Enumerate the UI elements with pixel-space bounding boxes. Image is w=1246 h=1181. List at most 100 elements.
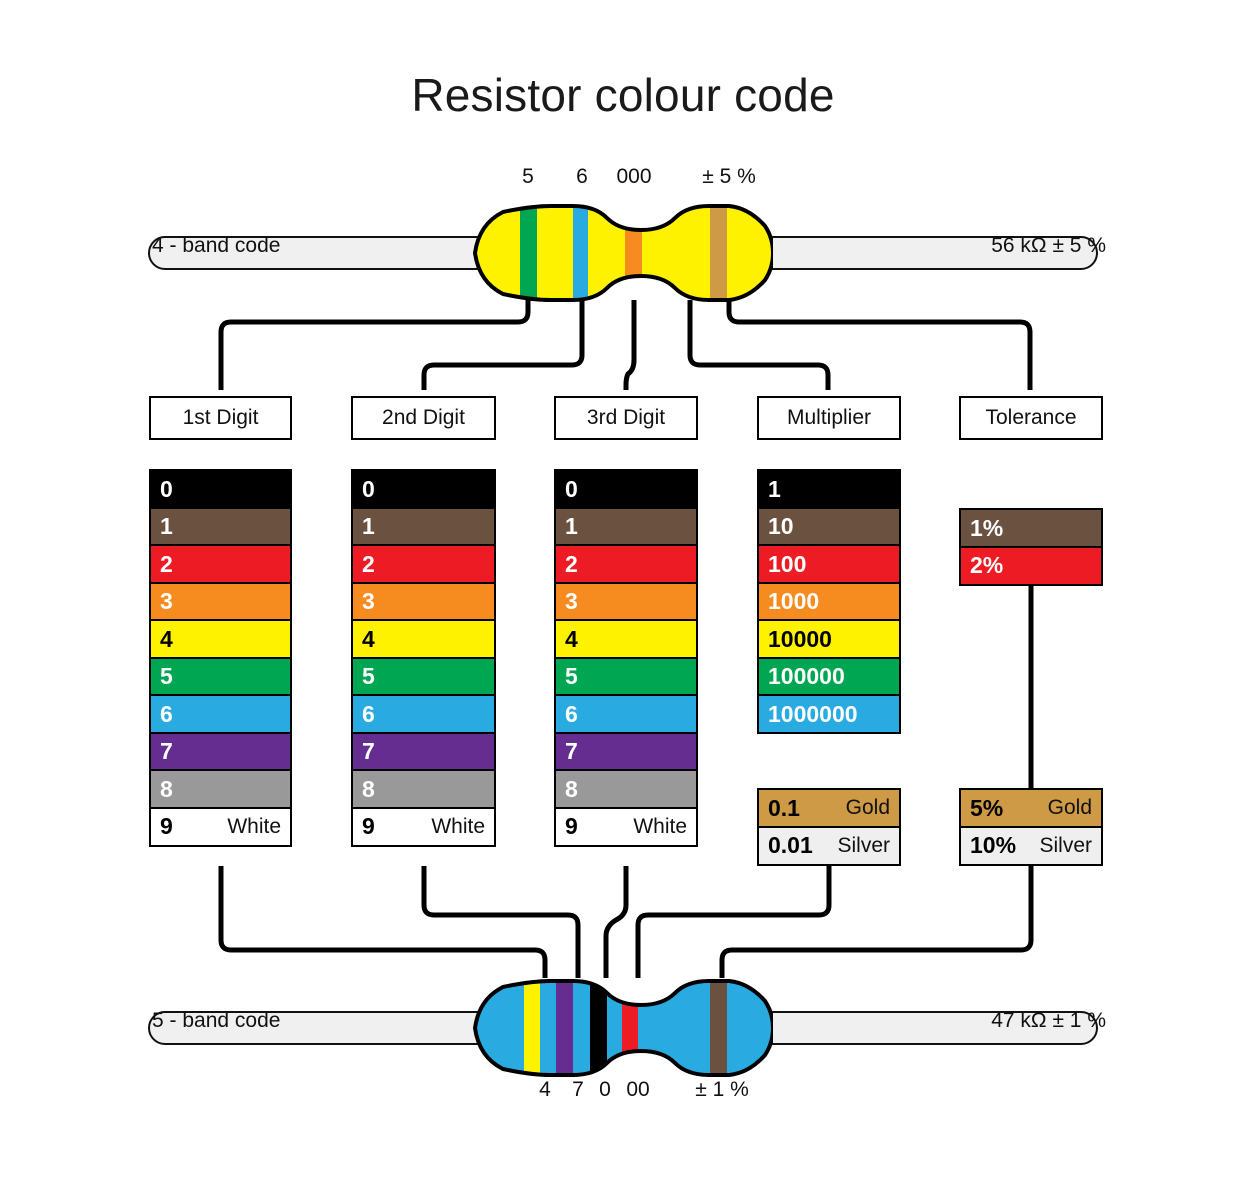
- band-orange-multiplier: [625, 206, 642, 300]
- swatch-value: 8: [565, 775, 578, 802]
- caption-4band-tolerance: ± 5 %: [702, 165, 756, 188]
- swatch-first-digit-9: 9 White: [149, 806, 292, 847]
- band-black-0: [590, 981, 607, 1075]
- swatch-note: White: [227, 814, 281, 838]
- swatch-value: 9: [160, 813, 173, 839]
- band-gold-tolerance: [710, 206, 727, 300]
- swatch-value: 0: [565, 475, 578, 502]
- category-label-third-digit: 3rd Digit: [586, 406, 666, 429]
- category-box-first-digit: 1st Digit: [149, 396, 292, 440]
- category-box-tolerance: Tolerance: [959, 396, 1103, 440]
- swatch-first-digit-1: 1: [149, 506, 292, 547]
- swatch-value: 100: [768, 550, 807, 577]
- swatch-value: 6: [160, 700, 173, 727]
- swatch-value: 7: [160, 738, 173, 764]
- swatch-value: 8: [362, 775, 375, 802]
- band-blue-6: [573, 206, 588, 300]
- swatch-tolerance-metal-1: 10%Silver: [959, 825, 1103, 866]
- swatch-value: 4: [362, 625, 375, 652]
- swatch-note: Gold: [1047, 796, 1092, 819]
- swatch-third-digit-8: 8: [554, 769, 698, 809]
- swatch-value: 2: [160, 550, 173, 577]
- swatch-value: 2: [565, 550, 578, 577]
- swatch-column-tolerance-metal: 5% Gold 10%Silver: [959, 788, 1103, 866]
- swatch-note: Gold: [845, 796, 890, 819]
- swatch-note: Silver: [837, 833, 890, 857]
- band-green-5: [520, 206, 537, 300]
- swatch-tolerance-0: 1%: [959, 508, 1103, 548]
- category-label-first-digit: 1st Digit: [182, 406, 259, 429]
- swatch-first-digit-8: 8: [149, 769, 292, 809]
- swatch-multiplier-0: 1: [757, 469, 901, 509]
- swatch-note: White: [633, 814, 687, 838]
- five-band-code-label: 5 - band code: [152, 1009, 281, 1032]
- swatch-multiplier-6: 1000000: [757, 694, 901, 734]
- swatch-value: 8: [160, 775, 173, 802]
- swatch-value: 4: [160, 625, 173, 652]
- swatch-value: 0.01: [768, 832, 813, 858]
- swatch-multiplier-metal-1: 0.01 Silver: [757, 825, 901, 866]
- swatch-third-digit-0: 0: [554, 469, 698, 509]
- swatch-third-digit-7: 7: [554, 731, 698, 772]
- swatch-value: 5%: [970, 794, 1004, 821]
- swatch-value: 2: [362, 550, 375, 577]
- swatch-column-tolerance: 1%2%: [959, 508, 1103, 586]
- caption-5band-multiplier: 00: [626, 1078, 650, 1101]
- four-band-value-label: 56 kΩ ± 5 %: [991, 234, 1106, 257]
- swatch-first-digit-6: 6: [149, 694, 292, 734]
- swatch-value: 3: [160, 588, 173, 614]
- swatch-third-digit-2: 2: [554, 544, 698, 584]
- swatch-value: 1: [362, 513, 375, 539]
- swatch-tolerance-1: 2%: [959, 545, 1103, 586]
- swatch-second-digit-4: 4: [351, 619, 496, 659]
- swatch-value: 100000: [768, 663, 845, 689]
- caption-5band-digit2: 7: [572, 1078, 584, 1101]
- category-box-second-digit: 2nd Digit: [351, 396, 496, 440]
- category-box-multiplier: Multiplier: [757, 396, 901, 440]
- caption-5band-tolerance: ± 1 %: [695, 1078, 749, 1101]
- category-label-tolerance: Tolerance: [985, 406, 1077, 429]
- five-band-resistor: 5 - band code 47 kΩ ± 1 %: [0, 973, 1246, 1083]
- four-band-resistor-body: [473, 204, 773, 302]
- swatch-value: 1: [160, 513, 173, 539]
- swatch-first-digit-7: 7: [149, 731, 292, 772]
- caption-5band-digit1: 4: [539, 1078, 551, 1101]
- caption-4band-digit2: 6: [576, 165, 588, 188]
- page-title: Resistor colour code: [411, 69, 835, 121]
- swatch-tolerance-metal-0: 5% Gold: [959, 788, 1103, 828]
- five-band-resistor-body: [473, 979, 773, 1077]
- swatch-value: 5: [565, 663, 578, 689]
- swatch-second-digit-3: 3: [351, 581, 496, 622]
- swatch-value: 10000: [768, 625, 832, 652]
- swatch-value: 7: [362, 738, 375, 764]
- swatch-second-digit-8: 8: [351, 769, 496, 809]
- swatch-value: 5: [362, 663, 375, 689]
- swatch-third-digit-3: 3: [554, 581, 698, 622]
- swatch-value: 3: [565, 588, 578, 614]
- swatch-second-digit-7: 7: [351, 731, 496, 772]
- swatch-value: 10%: [970, 832, 1017, 858]
- swatch-first-digit-2: 2: [149, 544, 292, 584]
- category-box-third-digit: 3rd Digit: [554, 396, 698, 440]
- swatch-value: 6: [565, 700, 578, 727]
- swatch-third-digit-9: 9 White: [554, 806, 698, 847]
- swatch-column-first-digit: 0 1 2 3 4 5 6 7 8 9 White: [149, 469, 292, 847]
- swatch-value: 9: [565, 813, 578, 839]
- swatch-value: 9: [362, 813, 375, 839]
- swatch-value: 1%: [970, 514, 1004, 541]
- swatch-value: 3: [362, 588, 375, 614]
- caption-5band-digit3: 0: [599, 1078, 611, 1101]
- five-band-value-label: 47 kΩ ± 1 %: [991, 1009, 1106, 1032]
- category-label-multiplier: Multiplier: [786, 406, 872, 429]
- swatch-multiplier-4: 10000: [757, 619, 901, 659]
- swatch-second-digit-0: 0: [351, 469, 496, 509]
- swatch-second-digit-6: 6: [351, 694, 496, 734]
- swatch-first-digit-0: 0: [149, 469, 292, 509]
- swatch-value: 10: [768, 513, 794, 539]
- swatch-first-digit-5: 5: [149, 656, 292, 697]
- swatch-value: 2%: [970, 552, 1004, 578]
